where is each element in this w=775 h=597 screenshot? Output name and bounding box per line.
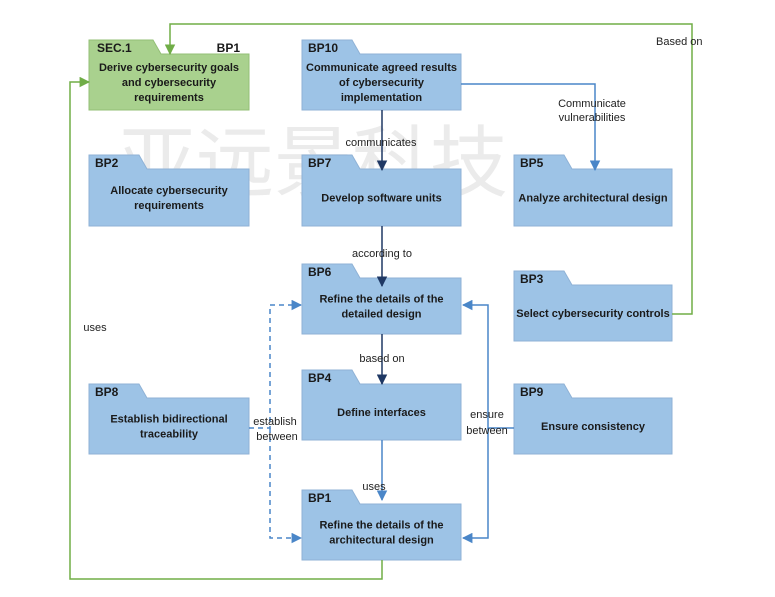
- edges-layer: [69, 23, 693, 580]
- edge-labels-layer: Based on Communicate vulnerabilities com…: [83, 36, 702, 493]
- edge-bp9-to-bp6: [461, 299, 514, 429]
- box-line-bp8-1: traceability: [140, 429, 199, 441]
- box-line-bp1-0: Refine the details of the: [319, 520, 443, 532]
- box-line-sec1-0: Derive cybersecurity goals: [99, 62, 239, 74]
- label-ensure-between-1: ensure: [470, 409, 504, 421]
- box-shape-bp9: [513, 383, 673, 455]
- box-tag-bp6: BP6: [308, 265, 332, 279]
- label-uses-bottom: uses: [362, 481, 386, 493]
- box-line-bp1-1: architectural design: [329, 535, 434, 547]
- box-tag-bp7: BP7: [308, 156, 332, 170]
- box-line-sec1-1: and cybersecurity: [122, 77, 217, 89]
- box-shape-bp1: [301, 489, 462, 561]
- edge-bp10-to-bp5: [461, 83, 601, 172]
- box-tag2-sec1: BP1: [217, 41, 241, 55]
- edge-bp8-to-bp6: [249, 299, 303, 429]
- label-establish-between-1: establish: [253, 416, 296, 428]
- box-line-bp8-0: Establish bidirectional: [110, 414, 227, 426]
- box-tag-bp3: BP3: [520, 272, 544, 286]
- box-tag-bp9: BP9: [520, 385, 544, 399]
- box-line-bp6-1: detailed design: [341, 309, 421, 321]
- box-shape-bp3: [513, 270, 673, 342]
- label-communicates: communicates: [346, 137, 417, 149]
- box-tag-bp5: BP5: [520, 156, 544, 170]
- box-shape-bp2: [88, 154, 250, 227]
- box-line-sec1-2: requirements: [134, 92, 204, 104]
- edge-bp1-to-sec1: [69, 76, 383, 580]
- label-based-on-top: Based on: [656, 36, 702, 48]
- box-shape-sec1: [88, 39, 250, 111]
- box-line-bp10-2: implementation: [341, 92, 423, 104]
- box-line-bp9-0: Ensure consistency: [541, 421, 646, 433]
- label-establish-between-2: between: [256, 431, 298, 443]
- box-tag-sec1: SEC.1: [97, 41, 132, 55]
- label-communicate-vulnerabilities-2: vulnerabilities: [559, 112, 626, 124]
- box-line-bp2-0: Allocate cybersecurity: [110, 185, 228, 197]
- box-tag-bp8: BP8: [95, 385, 119, 399]
- box-line-bp7-0: Develop software units: [321, 193, 441, 205]
- label-ensure-between-2: between: [466, 425, 508, 437]
- box-shape-bp5: [513, 154, 673, 227]
- box-tag-bp1: BP1: [308, 491, 332, 505]
- box-line-bp5-0: Analyze architectural design: [518, 193, 667, 205]
- box-line-bp10-1: of cybersecurity: [339, 77, 425, 89]
- box-line-bp4-0: Define interfaces: [337, 407, 426, 419]
- box-tag-bp4: BP4: [308, 371, 332, 385]
- box-line-bp6-0: Refine the details of the: [319, 294, 443, 306]
- box-tag-bp10: BP10: [308, 41, 338, 55]
- box-shape-bp7: [301, 154, 462, 227]
- edge-bp3-to-sec1: [164, 23, 693, 315]
- box-shape-bp6: [301, 263, 462, 335]
- label-based-on-mid: based on: [359, 353, 404, 365]
- box-tag-bp2: BP2: [95, 156, 119, 170]
- edge-bp9-to-bp1: [461, 428, 489, 544]
- box-line-bp2-1: requirements: [134, 200, 204, 212]
- label-uses-left: uses: [83, 322, 107, 334]
- edge-bp8-to-bp1: [269, 428, 303, 544]
- label-according-to: according to: [352, 248, 412, 260]
- box-shape-bp10: [301, 39, 462, 111]
- box-shape-bp4: [301, 369, 462, 441]
- box-shape-bp8: [88, 383, 250, 455]
- box-line-bp10-0: Communicate agreed results: [306, 62, 457, 74]
- box-line-bp3-0: Select cybersecurity controls: [516, 308, 669, 320]
- label-communicate-vulnerabilities-1: Communicate: [558, 98, 626, 110]
